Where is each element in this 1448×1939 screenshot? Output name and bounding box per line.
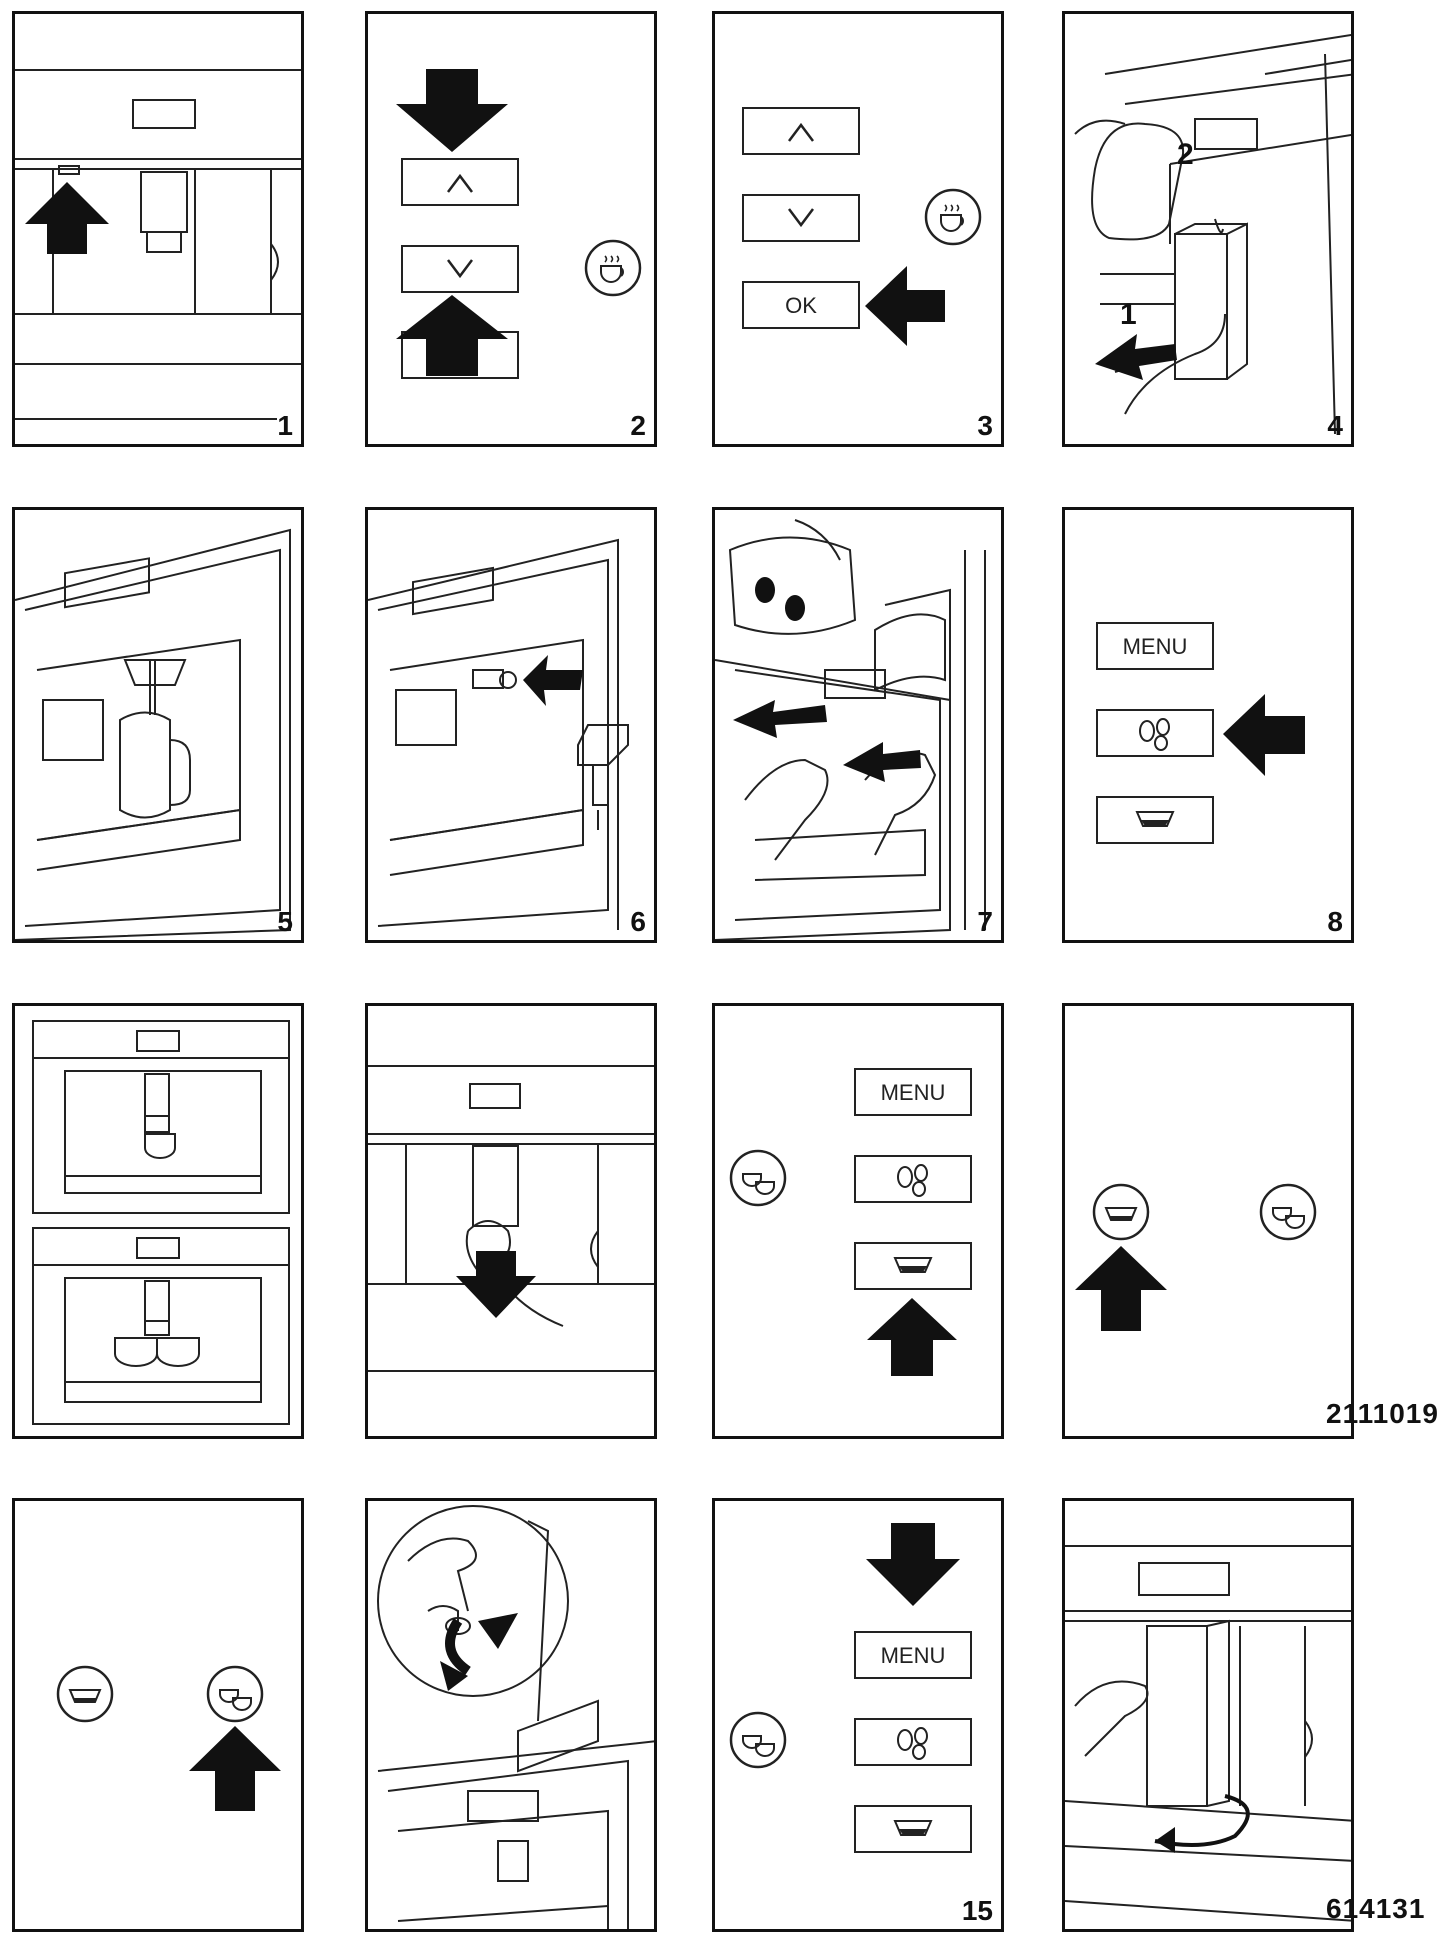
step-panel-8: MENU 8 (1062, 507, 1354, 943)
mug-under-spout-illustration (15, 528, 291, 940)
arrow-icon (1223, 694, 1305, 776)
panel-number: 7 (977, 906, 993, 937)
step-panel-4: 1 2 4 (1062, 11, 1354, 447)
step-panel-9 (12, 1003, 304, 1439)
step-panel-15: MENU 15 (712, 1498, 1004, 1932)
step-panel-11: MENU (712, 1003, 1004, 1439)
down-chevron-icon (788, 208, 814, 228)
step-panel-16 (1062, 1498, 1354, 1932)
arrow-icon (1095, 334, 1177, 380)
arrow-icon (25, 182, 109, 254)
arrow-icon (189, 1726, 281, 1811)
coffee-beans-icon (897, 1727, 928, 1760)
double-cup-icon (729, 1149, 787, 1207)
coffee-beans-icon (897, 1164, 928, 1197)
double-cup-icon (729, 1711, 787, 1769)
arrow-icon (523, 655, 583, 706)
panel-number: 6 (630, 906, 646, 937)
up-chevron-icon (788, 122, 814, 142)
select-espresso-illustration: MENU (729, 1068, 972, 1376)
step-panel-3: OK 3 (712, 11, 1004, 447)
menu-button-label: MENU (881, 1080, 946, 1105)
step-marker-2: 2 (1177, 138, 1194, 171)
up-down-buttons-illustration (396, 69, 642, 379)
menu-button-label: MENU (1123, 634, 1188, 659)
fill-water-tank-illustration: 1 2 (1074, 33, 1351, 435)
double-cup-icon (206, 1665, 264, 1723)
coffee-bean-icon (785, 595, 805, 621)
arrow-icon (1075, 1246, 1167, 1331)
espresso-cup-icon (893, 1820, 933, 1836)
fill-beans-illustration (715, 519, 986, 940)
beans-button-illustration: MENU (1096, 622, 1305, 844)
arrow-icon (440, 1661, 468, 1691)
up-chevron-icon (447, 173, 473, 193)
attach-spout-illustration (368, 538, 629, 930)
arrow-icon (456, 1251, 536, 1318)
step-panel-14 (365, 1498, 657, 1932)
step-panel-12 (1062, 1003, 1354, 1439)
double-cup-selection-illustration (56, 1665, 281, 1811)
slide-spout-down-illustration (368, 1065, 654, 1372)
menu-button-label: MENU (881, 1643, 946, 1668)
arrow-icon (865, 266, 945, 346)
machine-front-illustration (15, 69, 301, 420)
panel-number: 2 (630, 410, 646, 441)
coffee-cup-icon (924, 188, 982, 246)
panel-number: 8 (1327, 906, 1343, 937)
step-panel-5: 5 (12, 507, 304, 943)
step-panel-6: 6 (365, 507, 657, 943)
panel-number: 15 (961, 1895, 993, 1926)
down-chevron-icon (447, 259, 473, 279)
grind-adjust-illustration (377, 1505, 654, 1929)
step-panel-2: 2 (365, 11, 657, 447)
step-panel-1: 1 (12, 11, 304, 447)
panel-number: 1 (277, 410, 293, 441)
coffee-beans-icon (1139, 718, 1170, 751)
single-double-cup-illustration (32, 1020, 290, 1425)
double-cup-icon (1259, 1183, 1317, 1241)
step-panel-7: 7 (712, 507, 1004, 943)
ok-button-label: OK (785, 293, 817, 318)
step-marker-1: 1 (1120, 298, 1137, 331)
ok-button-illustration: OK (742, 107, 982, 346)
step-panel-10 (365, 1003, 657, 1439)
single-cup-selection-illustration (1075, 1183, 1317, 1331)
arrow-icon (866, 1523, 960, 1606)
espresso-cup-icon (1092, 1183, 1150, 1241)
panel-number: 5 (277, 906, 293, 937)
step-panel-13 (12, 1498, 304, 1932)
remove-brew-unit-illustration (1065, 1545, 1351, 1922)
panel-number: 3 (977, 410, 993, 441)
arrow-icon (867, 1298, 957, 1376)
arrow-icon (396, 295, 508, 376)
coffee-bean-icon (755, 577, 775, 603)
reference-code: 614131 (1326, 1893, 1426, 1924)
arrow-icon (1155, 1827, 1175, 1853)
panel-number: 4 (1327, 410, 1343, 441)
menu-button-press-illustration: MENU (729, 1523, 972, 1853)
espresso-cup-icon (893, 1257, 933, 1273)
arrow-icon (843, 742, 921, 782)
arrow-icon (733, 700, 827, 738)
arrow-icon (396, 69, 508, 152)
espresso-cup-icon (56, 1665, 114, 1723)
arrow-icon (478, 1613, 518, 1649)
coffee-cup-icon (584, 239, 642, 297)
reference-code: 2111019 (1326, 1398, 1439, 1429)
espresso-cup-icon (1135, 811, 1175, 827)
